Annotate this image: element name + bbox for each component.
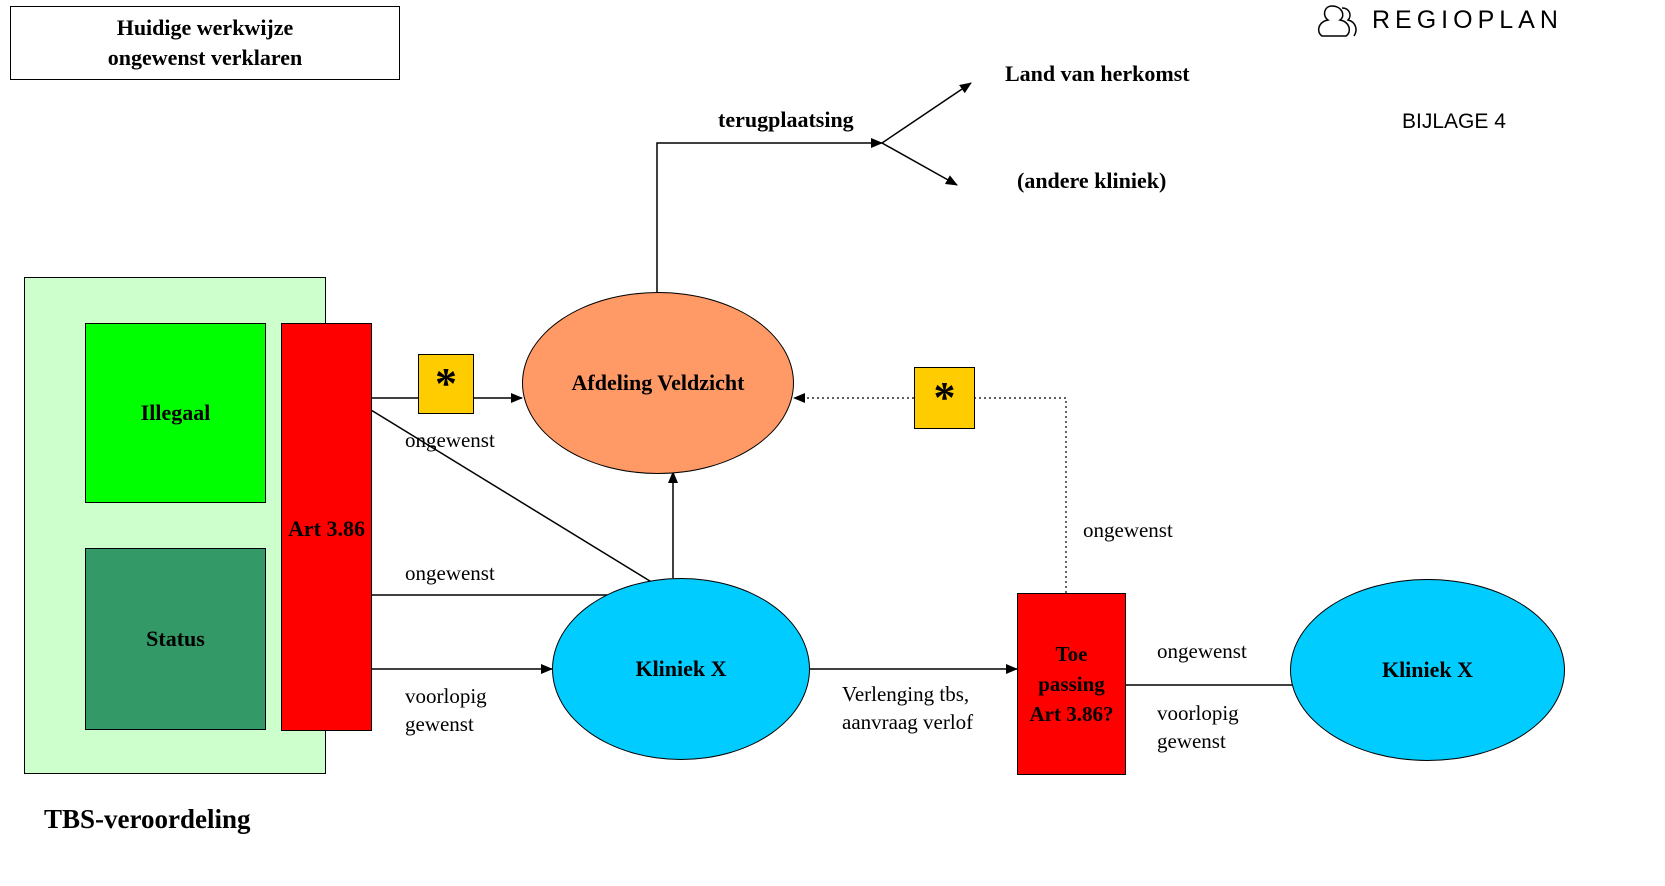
voorlopig-right-line2: gewenst — [1157, 729, 1226, 753]
toepassing-label-line2: passing — [1038, 672, 1105, 696]
arrow-to-land-van-herkomst — [881, 82, 972, 144]
kliniek-x-ellipse-1: Kliniek X — [552, 578, 810, 760]
afdeling-veldzicht-label: Afdeling Veldzicht — [571, 370, 745, 395]
voorlopig-left-line1: voorlopig — [405, 684, 487, 708]
art386-bar: Art 3.86 — [281, 323, 372, 731]
status-label: Status — [146, 626, 205, 651]
regioplan-logo-icon — [1317, 5, 1357, 37]
verlenging-label: Verlenging tbs, aanvraag verlof — [842, 680, 973, 736]
verlenging-line1: Verlenging tbs, — [842, 682, 970, 706]
terugplaatsing-label: terugplaatsing — [718, 107, 854, 132]
dotted-toepassing-to-star — [975, 397, 1067, 593]
arrow-to-andere-kliniek — [881, 142, 958, 186]
tbs-veroordeling-label: TBS-veroordeling — [44, 804, 251, 834]
arrow-veldzicht-to-terugplaatsing — [656, 138, 883, 292]
kliniek-x-label-1: Kliniek X — [635, 656, 727, 681]
diagram-title-box: Huidige werkwijze ongewenst verklaren — [10, 6, 400, 80]
art386-label: Art 3.86 — [288, 516, 365, 541]
land-van-herkomst-label: Land van herkomst — [1005, 61, 1190, 86]
verlenging-line2: aanvraag verlof — [842, 710, 974, 734]
toepassing-box: Toe passing Art 3.86? — [1017, 593, 1126, 775]
afdeling-veldzicht-ellipse: Afdeling Veldzicht — [522, 292, 794, 474]
star-box-right: * — [914, 367, 975, 429]
voorlopig-left-line2: gewenst — [405, 712, 474, 736]
kliniek-x-ellipse-2: Kliniek X — [1290, 579, 1565, 761]
arrow-art-diagonal-to-kliniek — [370, 409, 672, 595]
andere-kliniek-label: (andere kliniek) — [1017, 168, 1167, 193]
star-box-left: * — [418, 354, 474, 414]
diagram-title-line1: Huidige werkwijze — [116, 15, 294, 40]
kliniek-x-label-2: Kliniek X — [1381, 657, 1474, 682]
voorlopig-right-line1: voorlopig — [1157, 701, 1239, 725]
illegaal-box: Illegaal — [85, 323, 266, 503]
illegaal-label: Illegaal — [140, 400, 211, 425]
appendix-label: BIJLAGE 4 — [1402, 110, 1506, 133]
status-box: Status — [85, 548, 266, 730]
diagram-title-line2: ongewenst verklaren — [107, 45, 303, 70]
asterisk-icon: * — [933, 373, 956, 422]
ongewenst-label-mid: ongewenst — [405, 561, 495, 585]
toepassing-label-line3: Art 3.86? — [1029, 702, 1114, 726]
voorlopig-gewenst-label-right: voorlopig gewenst — [1157, 699, 1239, 755]
ongewenst-label-top: ongewenst — [405, 428, 495, 452]
regioplan-logo: REGIOPLAN — [1312, 0, 1558, 40]
ongewenst-label-right: ongewenst — [1157, 639, 1247, 663]
regioplan-logo-text: REGIOPLAN — [1372, 6, 1563, 34]
ongewenst-label-right-vertical: ongewenst — [1083, 518, 1173, 542]
toepassing-label-line1: Toe — [1055, 642, 1088, 666]
voorlopig-gewenst-label-left: voorlopig gewenst — [405, 682, 487, 738]
asterisk-icon: * — [435, 359, 457, 408]
